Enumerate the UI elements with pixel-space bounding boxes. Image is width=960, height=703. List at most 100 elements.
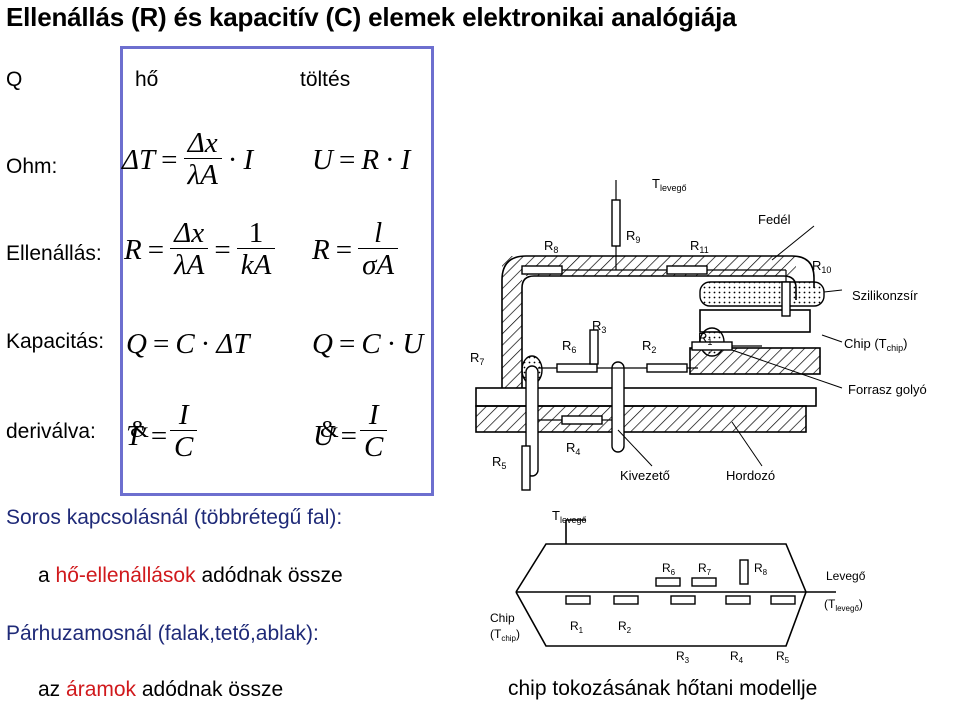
sym-amp: &	[319, 417, 339, 443]
label-kivezeto: Kivezető	[620, 468, 670, 483]
svg-text:R7: R7	[698, 561, 712, 577]
chip-package-drawing: Tlevegő Fedél Szilikonzsír Chip (Tchip) …	[470, 176, 927, 491]
sym-eq: =	[147, 233, 165, 266]
wires	[538, 180, 787, 421]
parallel-text: az áramok adódnak össze	[38, 678, 283, 702]
circuit-resistors	[565, 559, 796, 605]
eq-derivative-heat-lhs: T&=	[126, 417, 177, 453]
label-r6-sub: 6	[571, 345, 576, 355]
label-t-levego-sub: levegő	[660, 183, 687, 193]
eq-ohm-electric: U = R · I	[312, 144, 410, 177]
label-r2: R	[618, 619, 627, 633]
sym-C: C	[361, 328, 381, 360]
frac-den: C	[360, 430, 388, 464]
frac-num: I	[368, 399, 379, 431]
series-heading: Soros kapcsolásnál (többrétegű fal):	[6, 506, 343, 529]
label-r6-sub: 6	[671, 568, 676, 577]
thermal-circuit-model: Tlevegő Levegő (Tlevegő) Chip (Tchip) R6…	[490, 508, 866, 665]
silicone-grease	[699, 281, 825, 307]
sym-eq: =	[150, 420, 168, 452]
label-forrasz: Forrasz golyó	[848, 382, 927, 397]
drawing-labels: Tlevegő Fedél Szilikonzsír Chip (Tchip) …	[470, 176, 927, 483]
label-t-levego-sub: levegő	[560, 515, 587, 525]
svg-text:R5: R5	[492, 454, 506, 471]
lid-hatch-top	[522, 256, 796, 276]
svg-text:R11: R11	[690, 238, 709, 255]
label-r4-sub: 4	[739, 656, 744, 665]
resistor-r1	[565, 595, 591, 605]
svg-text:(Tchip): (Tchip)	[490, 627, 520, 643]
sym-dot: ·	[200, 328, 211, 360]
frac-num: Δx	[174, 217, 205, 249]
frac-den: λA	[183, 158, 222, 192]
svg-text:R2: R2	[642, 338, 656, 355]
sym-U: U	[313, 420, 334, 452]
svg-text:R9: R9	[626, 228, 640, 245]
label-szilikon: Szilikonzsír	[852, 288, 918, 303]
sym-dot: ·	[227, 143, 238, 176]
label-r11: R	[690, 238, 699, 253]
frac-num: 1	[248, 217, 264, 249]
frac-dx-lamA: Δx λA	[183, 128, 222, 193]
sym-amp: &	[130, 417, 149, 443]
sym-T: T	[126, 420, 143, 452]
sym-R: R	[312, 233, 330, 266]
eq-derivative-heat-rhs: I C	[170, 400, 198, 465]
header-charge: töltés	[300, 68, 351, 91]
eq-resistance-heat: R = Δx λA = 1 kA	[124, 217, 276, 283]
resistor-r8	[739, 559, 749, 585]
label-chip: Chip	[490, 611, 515, 625]
resistor-r9	[611, 199, 621, 247]
label-chip-close: )	[903, 336, 907, 351]
frac-l-sigA: l σA	[358, 218, 399, 283]
label-r3-sub: 3	[601, 325, 606, 335]
svg-text:(Tlevegő): (Tlevegő)	[824, 597, 863, 613]
svg-text:R7: R7	[470, 350, 484, 367]
label-r4-sub: 4	[575, 447, 580, 457]
label-r1-sub: 1	[707, 337, 712, 347]
eq-capacitance-heat: Q = C · ΔT	[126, 328, 249, 361]
figure-caption: chip tokozásának hőtani modellje	[508, 677, 818, 700]
svg-text:R4: R4	[566, 440, 580, 457]
resistor-r3	[589, 329, 599, 365]
label-t-lev2-close: )	[859, 597, 863, 611]
sym-eq: =	[338, 328, 356, 360]
frac-den: λA	[170, 248, 209, 282]
label-r1: R	[570, 619, 579, 633]
resistor-r4	[561, 415, 603, 425]
sym-eq: =	[214, 233, 231, 266]
label-tchip-sub: chip	[501, 634, 516, 643]
svg-text:R10: R10	[812, 258, 831, 275]
series-pre: a	[38, 564, 56, 587]
eq-derivative-electric-rhs: I C	[360, 399, 388, 465]
label-r9-sub: 9	[635, 235, 640, 245]
frac-dx-lamA: Δx λA	[170, 217, 209, 283]
svg-text:R6: R6	[662, 561, 676, 577]
sym-R: R	[361, 144, 380, 176]
frac-den: kA	[236, 248, 276, 282]
label-r4: R	[566, 440, 575, 455]
label-hordozo: Hordozó	[726, 468, 775, 483]
label-r1: R	[698, 330, 707, 345]
eq-capacitance-electric: Q = C · U	[312, 328, 423, 361]
resistor-r11	[666, 265, 708, 275]
sym-dT: ΔT	[122, 143, 156, 176]
label-t-levego: T	[652, 176, 660, 191]
frac-den: C	[170, 430, 198, 464]
label-chip-sub: chip	[887, 343, 904, 353]
sym-dot: ·	[386, 328, 397, 360]
label-r8-sub: 8	[553, 245, 558, 255]
label-r7-sub: 7	[479, 357, 484, 367]
label-r2-sub: 2	[627, 626, 632, 635]
header-heat: hő	[135, 68, 159, 91]
svg-text:R1: R1	[698, 330, 712, 347]
sym-eq: =	[340, 420, 357, 452]
resistor-r7	[691, 577, 717, 587]
parallel-post: adódnak össze	[136, 678, 284, 701]
svg-text:R5: R5	[776, 649, 790, 665]
sym-eq: =	[338, 144, 356, 176]
circuit-labels: Tlevegő Levegő (Tlevegő) Chip (Tchip) R6…	[490, 508, 866, 665]
label-tchip: (T	[490, 627, 502, 641]
sym-Q: Q	[126, 328, 147, 360]
label-r3-sub: 3	[685, 656, 690, 665]
